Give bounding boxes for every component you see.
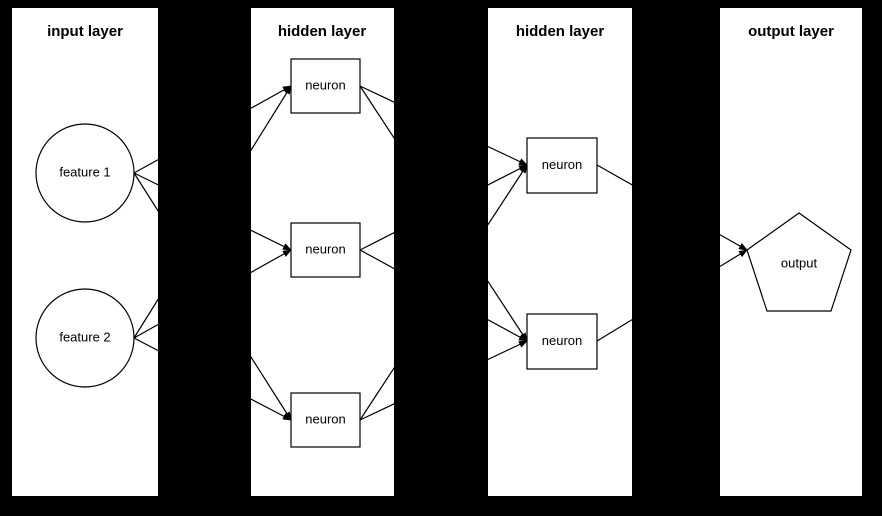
node-rect-hidden1-neuron-1[interactable]: [290, 58, 361, 114]
node-circle-feature-1[interactable]: [35, 123, 135, 223]
node-label-output-node: output: [781, 255, 818, 270]
node-hidden2-neuron-1[interactable]: neuron: [526, 137, 598, 194]
mask-gap-left: [0, 0, 12, 516]
node-label-hidden1-neuron-2: neuron: [305, 241, 345, 256]
node-feature-2[interactable]: feature 2: [35, 288, 135, 388]
node-rect-hidden2-neuron-1[interactable]: [526, 137, 598, 194]
titles-layer: input layer hidden layer hidden layer outpu…: [47, 23, 834, 40]
mask-gap-top: [0, 0, 882, 8]
panel-hidden-layer-2: [488, 8, 632, 496]
node-rect-hidden1-neuron-3[interactable]: [290, 392, 361, 448]
mask-gap-hidden1-hidden2: [394, 0, 488, 516]
panel-title-hidden-layer-2: hidden layer: [516, 23, 605, 40]
node-hidden2-neuron-2[interactable]: neuron: [526, 313, 598, 370]
panel-title-output-layer: output layer: [748, 23, 834, 40]
node-rect-hidden1-neuron-2[interactable]: [290, 222, 361, 278]
node-hidden1-neuron-2[interactable]: neuron: [290, 222, 361, 278]
node-rect-hidden2-neuron-2[interactable]: [526, 313, 598, 370]
node-pentagon-output-node[interactable]: [746, 212, 852, 312]
node-feature-1[interactable]: feature 1: [35, 123, 135, 223]
node-label-hidden1-neuron-3: neuron: [305, 411, 345, 426]
nodes-layer: feature 1 feature 2 neuron neuron neuron neur…: [35, 58, 852, 448]
panel-input-layer: [12, 8, 158, 496]
node-hidden1-neuron-1[interactable]: neuron: [290, 58, 361, 114]
mask-gap-right: [862, 0, 882, 516]
node-label-feature-1: feature 1: [59, 164, 110, 179]
panel-title-input-layer: input layer: [47, 23, 123, 40]
mask-gap-bottom: [0, 496, 882, 516]
mask-gap-hidden2-output: [632, 0, 720, 516]
node-hidden1-neuron-3[interactable]: neuron: [290, 392, 361, 448]
panel-title-hidden-layer-1: hidden layer: [278, 23, 367, 40]
node-label-hidden2-neuron-2: neuron: [542, 333, 582, 348]
node-label-hidden1-neuron-1: neuron: [305, 77, 345, 92]
mask-gap-input-hidden1: [158, 0, 251, 516]
node-label-feature-2: feature 2: [59, 329, 110, 344]
node-output-node[interactable]: output: [746, 212, 852, 312]
node-label-hidden2-neuron-1: neuron: [542, 157, 582, 172]
node-circle-feature-2[interactable]: [35, 288, 135, 388]
